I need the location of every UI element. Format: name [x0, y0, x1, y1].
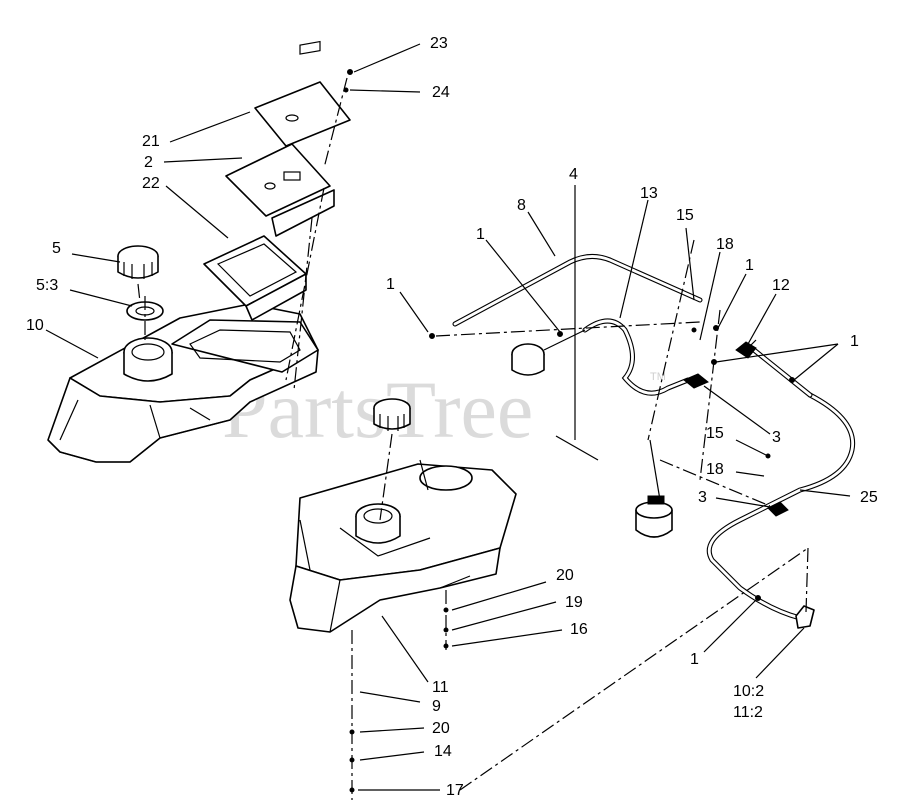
- callout-1-a: 1: [476, 226, 485, 243]
- callout-10: 10: [26, 317, 44, 334]
- callout-labels: 23 24 21 2 22 5 5:3 10 8 4 13 15 1 18 1 …: [26, 35, 878, 799]
- fuel-hose-8: [452, 254, 703, 327]
- fuel-hose-line: [649, 347, 813, 501]
- callout-10-2: 10:2: [733, 683, 764, 700]
- fuel-cap-icon: [117, 245, 159, 279]
- callout-11: 11: [432, 679, 449, 696]
- cover-plate-2: [225, 143, 331, 217]
- callout-5-3: 5:3: [36, 277, 58, 294]
- fuel-filter-icon: [635, 495, 673, 538]
- bracket-22: [203, 189, 335, 321]
- callout-5: 5: [52, 240, 61, 257]
- callout-16: 16: [570, 621, 588, 638]
- callout-20: 20: [556, 567, 574, 584]
- tank-fitting: [795, 605, 815, 629]
- assembly-lines: [137, 77, 809, 800]
- callout-4: 4: [569, 166, 578, 183]
- callout-3-b: 3: [698, 489, 707, 506]
- callout-12: 12: [772, 277, 790, 294]
- fuel-tank-icon: [47, 303, 319, 463]
- cover-plate-21: [254, 40, 351, 147]
- callout-24: 24: [432, 84, 450, 101]
- callout-22: 22: [142, 175, 160, 192]
- callout-19: 19: [565, 594, 583, 611]
- leader-lines: [45, 43, 851, 791]
- callout-14: 14: [434, 743, 452, 760]
- callout-20-b: 20: [432, 720, 450, 737]
- fuel-hose-13: [582, 318, 691, 396]
- fuel-tank-icon: [289, 459, 517, 633]
- callout-1-c: 1: [386, 276, 395, 293]
- callout-18-b: 18: [706, 461, 724, 478]
- callout-15-b: 15: [706, 425, 724, 442]
- fuel-filter-icon: [511, 329, 586, 376]
- callout-9: 9: [432, 698, 441, 715]
- callout-25: 25: [860, 489, 878, 506]
- hose-clamp-4: [555, 185, 599, 461]
- callout-11-2: 11:2: [733, 704, 763, 721]
- callout-3-a: 3: [772, 429, 781, 446]
- callout-2: 2: [144, 154, 153, 171]
- callout-17: 17: [446, 782, 464, 799]
- callout-15: 15: [676, 207, 694, 224]
- callout-1-b: 1: [745, 257, 754, 274]
- shutoff-valve-icon: [735, 339, 757, 359]
- callout-1-d: 1: [850, 333, 859, 350]
- callout-21: 21: [142, 133, 160, 150]
- callout-13: 13: [640, 185, 658, 202]
- callout-18: 18: [716, 236, 734, 253]
- callout-1-e: 1: [690, 651, 699, 668]
- callout-8: 8: [517, 197, 526, 214]
- callout-23: 23: [430, 35, 448, 52]
- hose-clamp-icon: [683, 373, 789, 517]
- fuel-cap-icon: [373, 398, 411, 431]
